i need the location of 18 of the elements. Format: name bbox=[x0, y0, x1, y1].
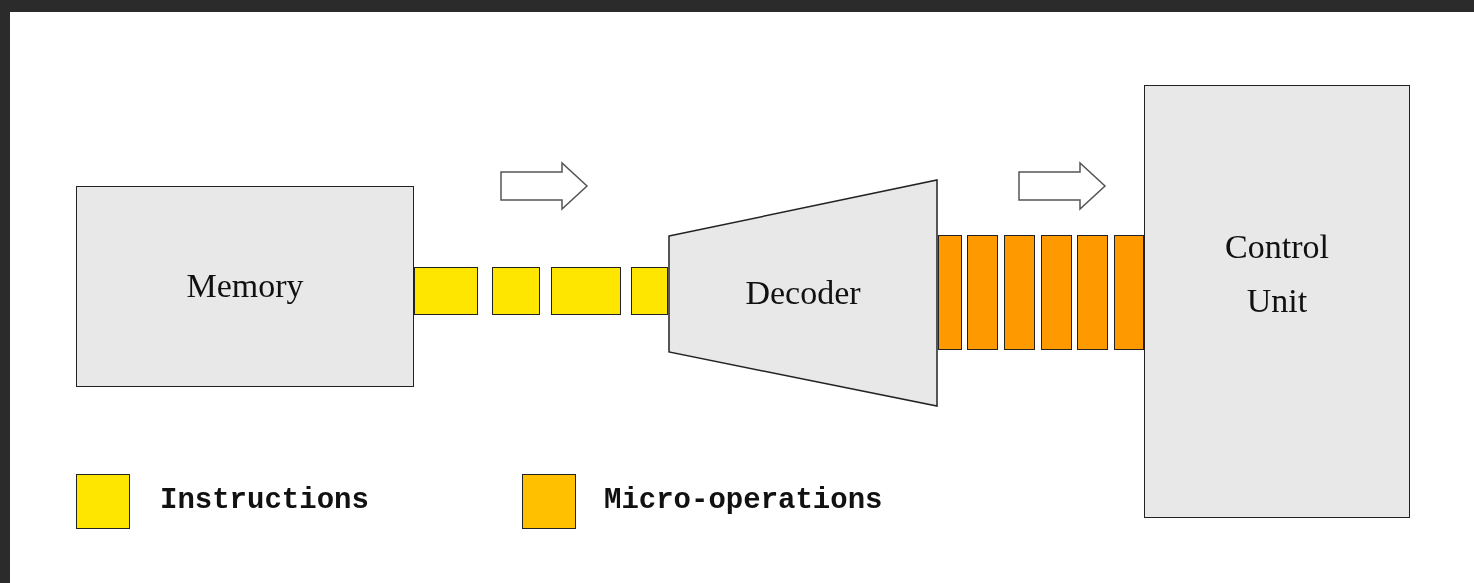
instruction-block bbox=[492, 267, 540, 315]
instruction-block bbox=[631, 267, 668, 315]
micro-operation-block bbox=[1041, 235, 1072, 350]
micro-operation-block bbox=[1077, 235, 1108, 350]
decoder-trapezoid bbox=[668, 179, 938, 407]
box-label: Decoder bbox=[745, 272, 861, 313]
legend-label: Instructions bbox=[160, 484, 369, 517]
box-label: Control Unit bbox=[1224, 226, 1330, 321]
micro-operation-block bbox=[938, 235, 962, 350]
micro-operation-block bbox=[1114, 235, 1144, 350]
box-label: Memory bbox=[186, 266, 304, 307]
micro-operation-block bbox=[1004, 235, 1035, 350]
instruction-block bbox=[414, 267, 478, 315]
instruction-block bbox=[551, 267, 621, 315]
legend-label: Micro-operations bbox=[604, 484, 883, 517]
control-unit-box bbox=[1144, 85, 1410, 518]
micro-operation-block bbox=[967, 235, 998, 350]
memory-box bbox=[76, 186, 414, 387]
